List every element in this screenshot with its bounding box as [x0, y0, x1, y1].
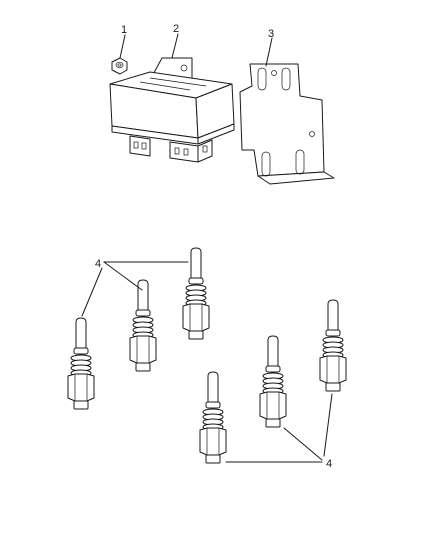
callout-1: 1 [121, 24, 127, 36]
leader-3 [265, 37, 273, 67]
glow-plug-5 [259, 335, 287, 428]
callout-4-top: 4 [95, 258, 101, 270]
leader-2 [171, 33, 179, 59]
glow-plug-1 [182, 247, 210, 340]
leader-4-bottom-c [323, 393, 333, 457]
leader-4-bottom-b [283, 427, 323, 461]
leader-4-top-c [81, 267, 103, 317]
callout-2: 2 [173, 23, 179, 35]
relay-module-part-2 [109, 57, 235, 163]
leader-1 [119, 34, 126, 59]
glow-plug-4 [319, 299, 347, 392]
leader-4-top-b [103, 261, 143, 291]
glow-plug-2 [129, 279, 157, 372]
glow-plug-3 [67, 317, 95, 410]
nut-part-1 [111, 57, 128, 75]
mounting-bracket-part-3 [239, 63, 335, 185]
glow-plug-6 [199, 371, 227, 464]
glow-plugs-part-4 [67, 247, 347, 464]
leader-lines [81, 33, 333, 463]
callout-3: 3 [268, 28, 274, 40]
callout-4-bottom: 4 [326, 458, 332, 470]
